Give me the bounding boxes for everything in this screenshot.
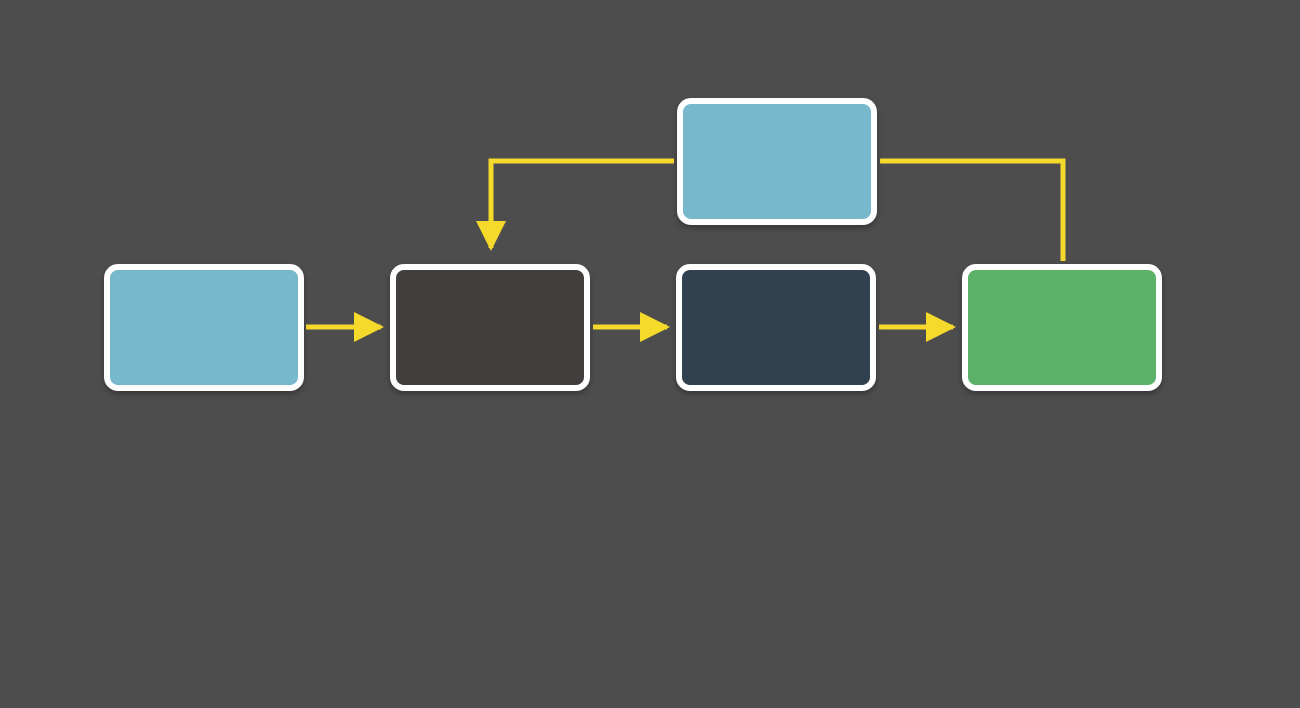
note-store-and-view xyxy=(697,429,1272,441)
node-dispatcher[interactable] xyxy=(390,264,590,391)
node-view[interactable] xyxy=(962,264,1162,391)
node-action-left[interactable] xyxy=(104,264,304,391)
node-action-top[interactable] xyxy=(677,98,877,225)
arrow-action-top-to-dispatcher xyxy=(476,158,674,251)
node-store[interactable] xyxy=(676,264,876,391)
connector-view-to-action-top xyxy=(880,158,1066,261)
